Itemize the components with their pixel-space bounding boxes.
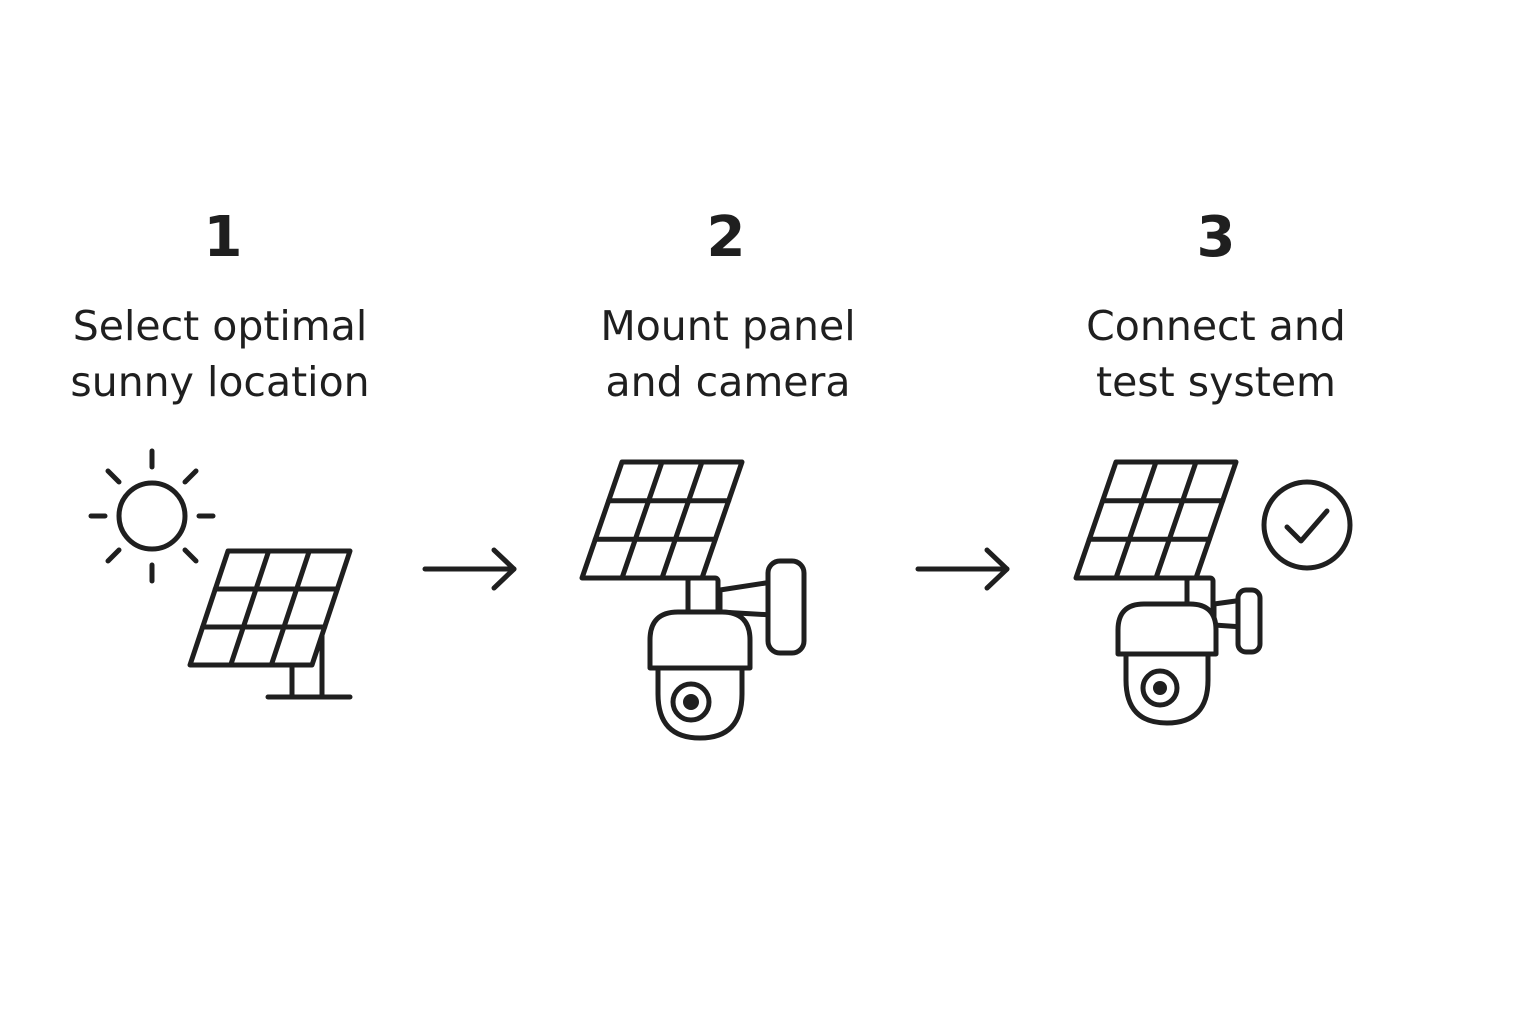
step-3-label-line-2: test system	[1096, 358, 1336, 406]
step-2-label-line-1: Mount panel	[600, 302, 856, 350]
arrow-right-icon	[422, 547, 517, 591]
step-2-label-line-2: and camera	[605, 358, 851, 406]
sun-icon	[88, 448, 216, 584]
step-1-label-line-2: sunny location	[70, 358, 370, 406]
solar-panel-icon	[187, 548, 353, 700]
arrow-right-icon	[915, 547, 1010, 591]
solar-camera-icon	[1073, 459, 1263, 726]
step-2-label: Mount panel and camera	[538, 298, 918, 410]
step-1-label-line-1: Select optimal	[72, 302, 368, 350]
checkmark-circle-icon	[1261, 479, 1353, 571]
step-3-label-line-1: Connect and	[1086, 302, 1346, 350]
solar-camera-icon	[579, 459, 807, 741]
step-3-label: Connect and test system	[1026, 298, 1406, 410]
step-3-number: 3	[1196, 205, 1236, 270]
step-2-number: 2	[706, 205, 746, 270]
step-1-label: Select optimal sunny location	[30, 298, 410, 410]
step-1-number: 1	[203, 205, 243, 270]
